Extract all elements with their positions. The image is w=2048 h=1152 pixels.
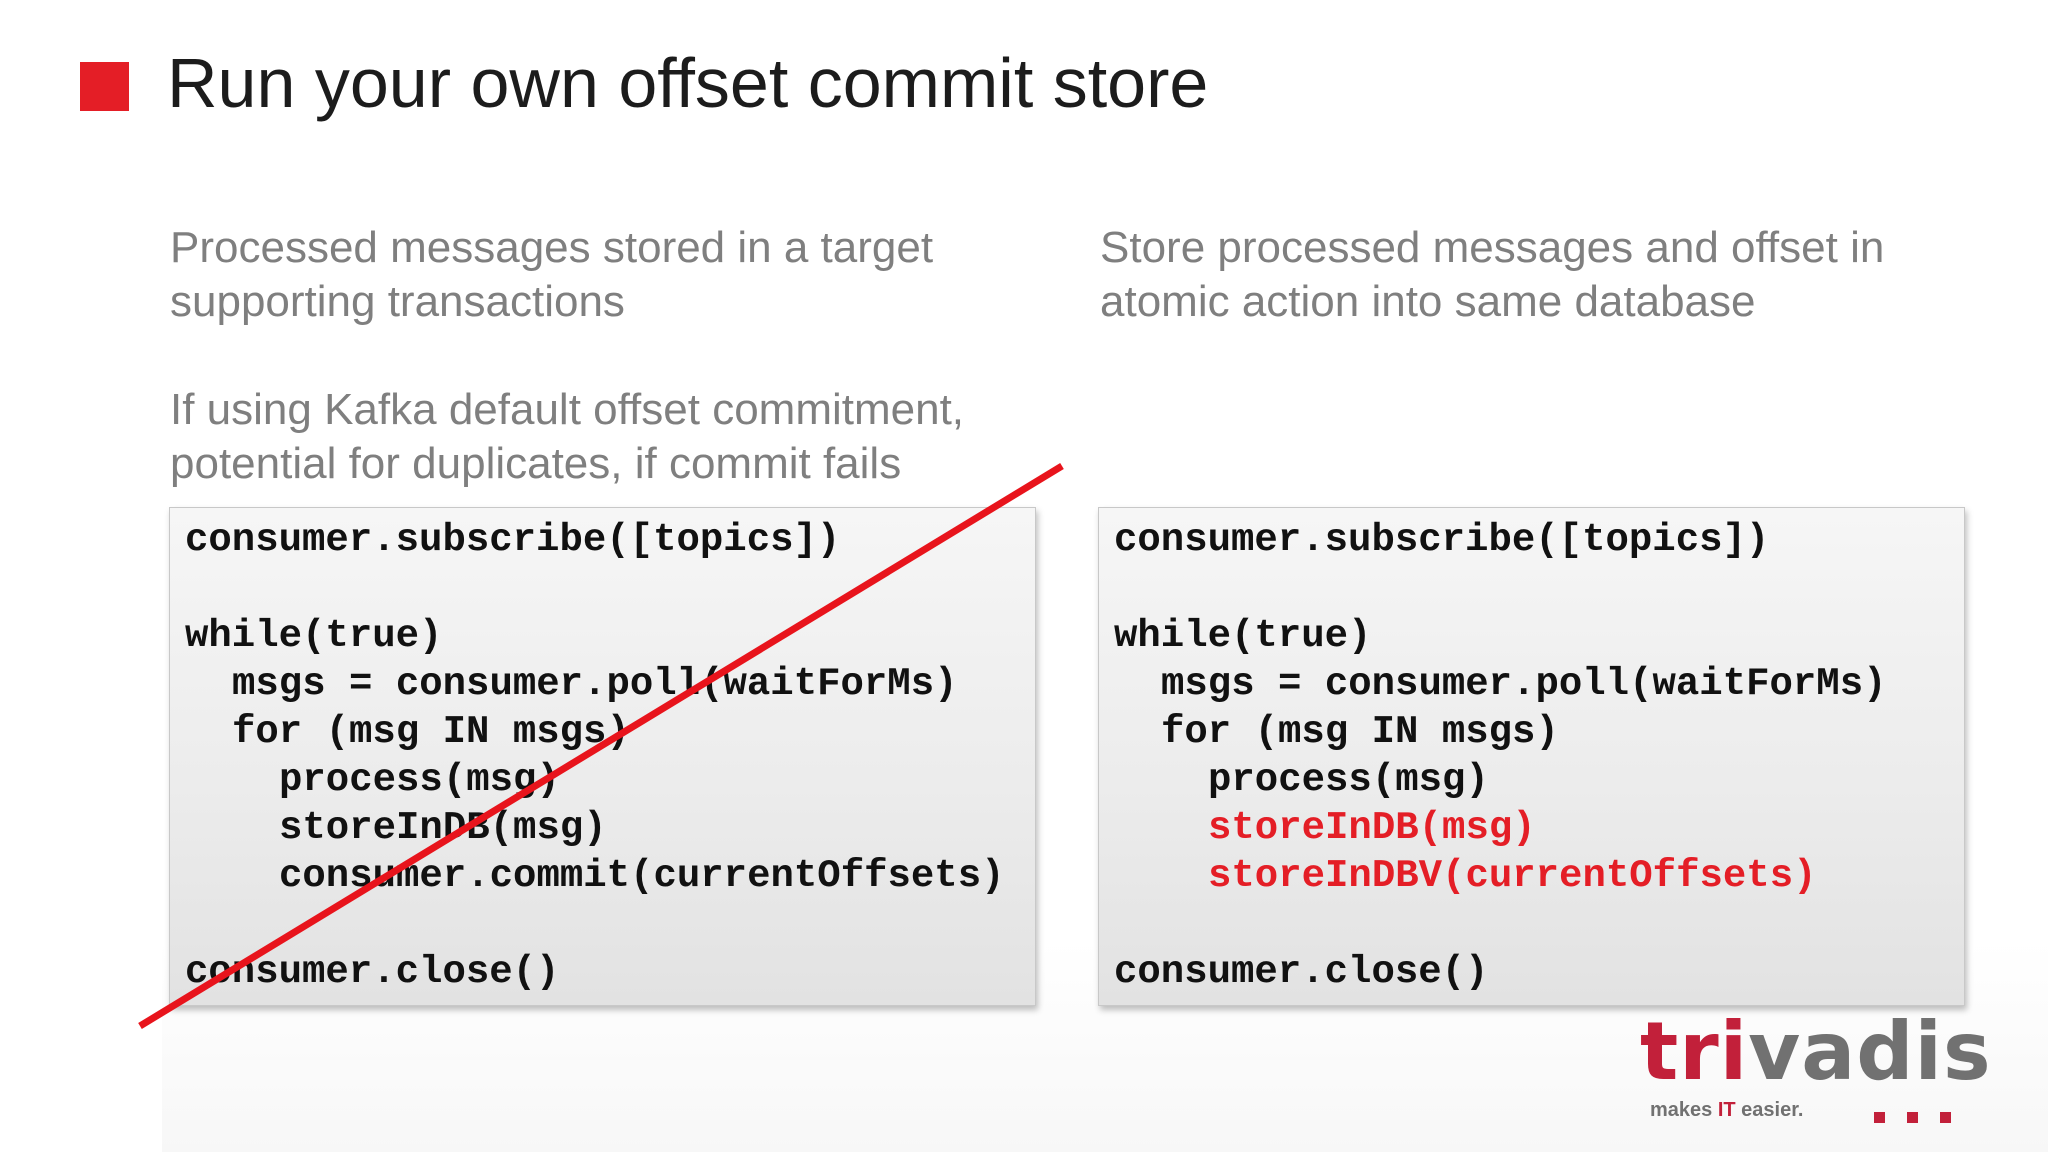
left-paragraph-2-line-2: potential for duplicates, if commit fail… [170,439,902,488]
left-paragraph-2-line-1: If using Kafka default offset commitment… [170,385,965,434]
left-paragraph-1-line-2: supporting transactions [170,277,625,326]
logo-dot [1907,1112,1918,1123]
title-accent-square [80,62,129,111]
right-code-block: consumer.subscribe([topics]) while(true)m… [1098,507,1965,1006]
logo-wordmark-t: t [1640,1005,1680,1098]
code-line: consumer.subscribe([topics]) [1114,518,1770,562]
logo-wordmark-vadis: vadis [1748,1005,1992,1098]
code-line: consumer.subscribe([topics]) [185,518,841,562]
code-line: while(true) [185,614,443,658]
logo-dots [1874,1112,1954,1124]
code-line: while(true) [1114,614,1372,658]
logo-wordmark-ri: ri [1679,1005,1749,1098]
left-paragraph-1-line-1: Processed messages stored in a target [170,223,934,272]
left-paragraph-1: Processed messages stored in a target su… [170,221,933,329]
trivadis-logo: trivadis makes IT easier. [1640,1005,1991,1125]
code-line: process(msg) [1208,758,1489,802]
code-line: for (msg IN msgs) [232,710,630,754]
logo-tagline-it: IT [1717,1099,1736,1121]
logo-tagline-after: easier. [1735,1099,1804,1121]
code-line: msgs = consumer.poll(waitForMs) [232,662,958,706]
code-line: consumer.close() [185,950,560,994]
code-line: storeInDBV(currentOffsets) [1208,854,1817,898]
code-line: consumer.close() [1114,950,1489,994]
logo-tagline-before: makes [1650,1099,1718,1121]
code-line: for (msg IN msgs) [1161,710,1559,754]
logo-dot [1874,1112,1885,1123]
logo-wordmark: trivadis [1640,1004,1992,1100]
code-line: storeInDB(msg) [1208,806,1536,850]
logo-dot [1940,1112,1951,1123]
code-line: process(msg) [279,758,560,802]
left-paragraph-2: If using Kafka default offset commitment… [170,383,964,491]
left-code-block: consumer.subscribe([topics]) while(true)m… [169,507,1036,1006]
code-line: storeInDB(msg) [279,806,607,850]
slide-title: Run your own offset commit store [167,44,1209,122]
code-line: msgs = consumer.poll(waitForMs) [1161,662,1887,706]
right-paragraph-1: Store processed messages and offset in a… [1100,221,1884,329]
right-paragraph-1-line-2: atomic action into same database [1100,277,1756,326]
right-paragraph-1-line-1: Store processed messages and offset in [1100,223,1885,272]
code-line: consumer.commit(currentOffsets) [279,854,1005,898]
logo-tagline: makes IT easier. [1650,1098,1803,1122]
